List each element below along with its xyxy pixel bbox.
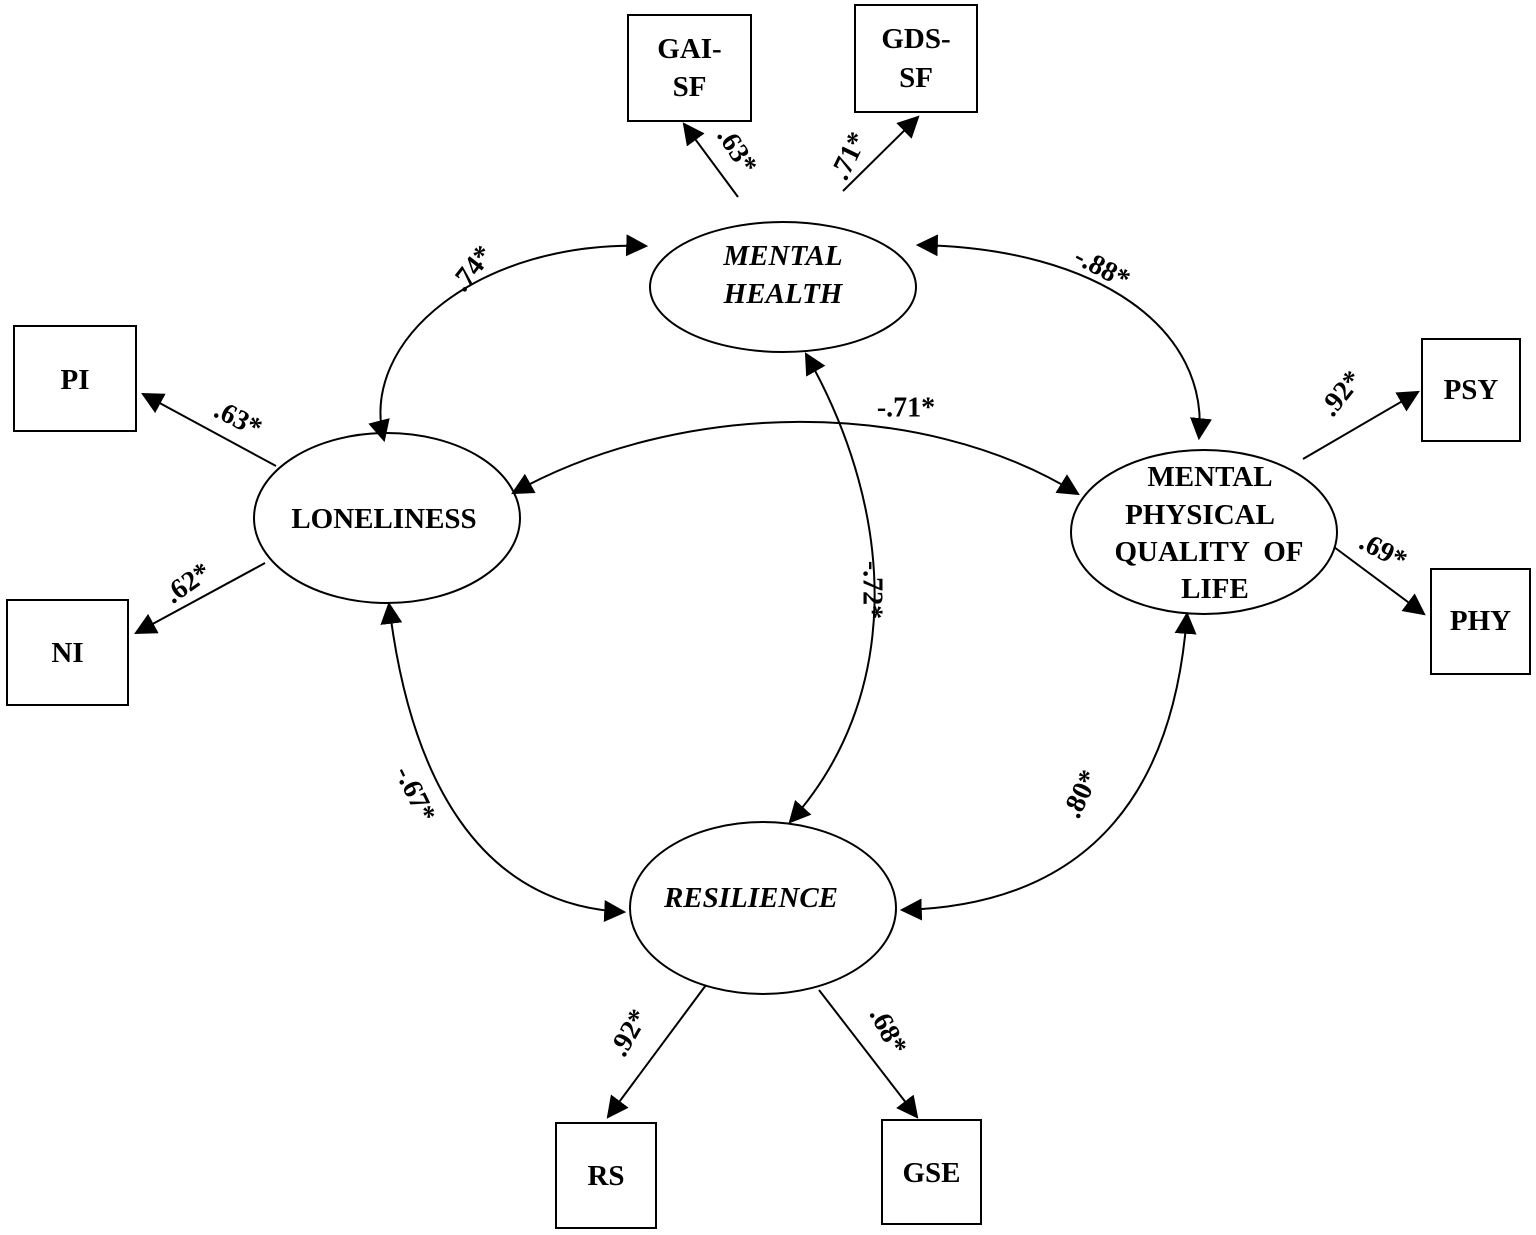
- mh-loneliness-corr-label: .74*: [445, 240, 500, 298]
- psy-box: [1421, 338, 1521, 442]
- psy-loading-arrow: [1302, 390, 1420, 460]
- mental-health-label-2: HEALTH: [723, 278, 844, 310]
- mh-resilience-corr-label: -.72*: [857, 561, 888, 619]
- resilience-ellipse: [629, 821, 897, 995]
- loneliness-resilience-corr-label: -.67*: [388, 761, 441, 827]
- mh-loneliness-correlation: [368, 234, 649, 443]
- gai-sf-box: [627, 14, 752, 122]
- gds-sf-box: [854, 4, 978, 113]
- resilience-label: RESILIENCE: [663, 882, 838, 914]
- rs-label: RS: [587, 1160, 624, 1192]
- gds-sf-loading-arrow: [842, 115, 920, 192]
- qol-label-2: PHYSICAL: [1125, 499, 1275, 531]
- mh-qol-correlation: [915, 234, 1212, 441]
- pi-loading-arrow: [141, 392, 277, 467]
- psy-label: PSY: [1444, 374, 1499, 406]
- gds-sf-label-1: GDS-: [881, 23, 950, 55]
- qol-resilience-corr-label: .80*: [1057, 765, 1106, 823]
- pi-box: [13, 325, 137, 432]
- mh-resilience-correlation: [788, 352, 876, 824]
- gds-sf-loading-label: .71*: [824, 127, 873, 185]
- qol-label-4: LIFE: [1181, 573, 1249, 605]
- qol-resilience-correlation: [899, 611, 1197, 921]
- ni-box: [6, 599, 129, 706]
- ni-loading-label: .62*: [159, 557, 217, 610]
- pi-label: PI: [61, 364, 90, 396]
- pi-loading-label: .63*: [209, 394, 267, 444]
- gse-box: [881, 1119, 982, 1225]
- ni-loading-arrow: [134, 562, 266, 635]
- loneliness-qol-correlation: [511, 420, 1080, 496]
- loneliness-qol-corr-label: -.71*: [877, 392, 935, 423]
- gai-sf-label-2: SF: [673, 71, 707, 103]
- loneliness-resilience-correlation: [380, 601, 627, 923]
- phy-label: PHY: [1450, 605, 1511, 637]
- qol-label-1: MENTAL: [1147, 461, 1272, 493]
- mh-qol-corr-label: -.88*: [1069, 241, 1135, 296]
- rs-loading-label: .92*: [604, 1004, 655, 1062]
- psy-loading-label: .92*: [1314, 365, 1369, 423]
- qol-ellipse: [1070, 449, 1338, 615]
- loneliness-label: LONELINESS: [291, 503, 476, 535]
- phy-loading-arrow: [1333, 546, 1426, 616]
- mental-health-label-1: MENTAL: [722, 240, 842, 272]
- rs-loading-arrow: [606, 984, 707, 1119]
- gai-sf-label-1: GAI-: [657, 33, 721, 65]
- ni-label: NI: [51, 637, 83, 669]
- gds-sf-label-2: SF: [899, 62, 933, 94]
- gse-label: GSE: [902, 1157, 960, 1189]
- gse-loading-label: .68*: [863, 1002, 913, 1060]
- qol-label-3: QUALITY OF: [1114, 536, 1303, 568]
- rs-box: [555, 1122, 657, 1229]
- phy-box: [1430, 568, 1531, 675]
- gse-loading-arrow: [818, 989, 919, 1119]
- gai-sf-loading-arrow: [682, 122, 739, 198]
